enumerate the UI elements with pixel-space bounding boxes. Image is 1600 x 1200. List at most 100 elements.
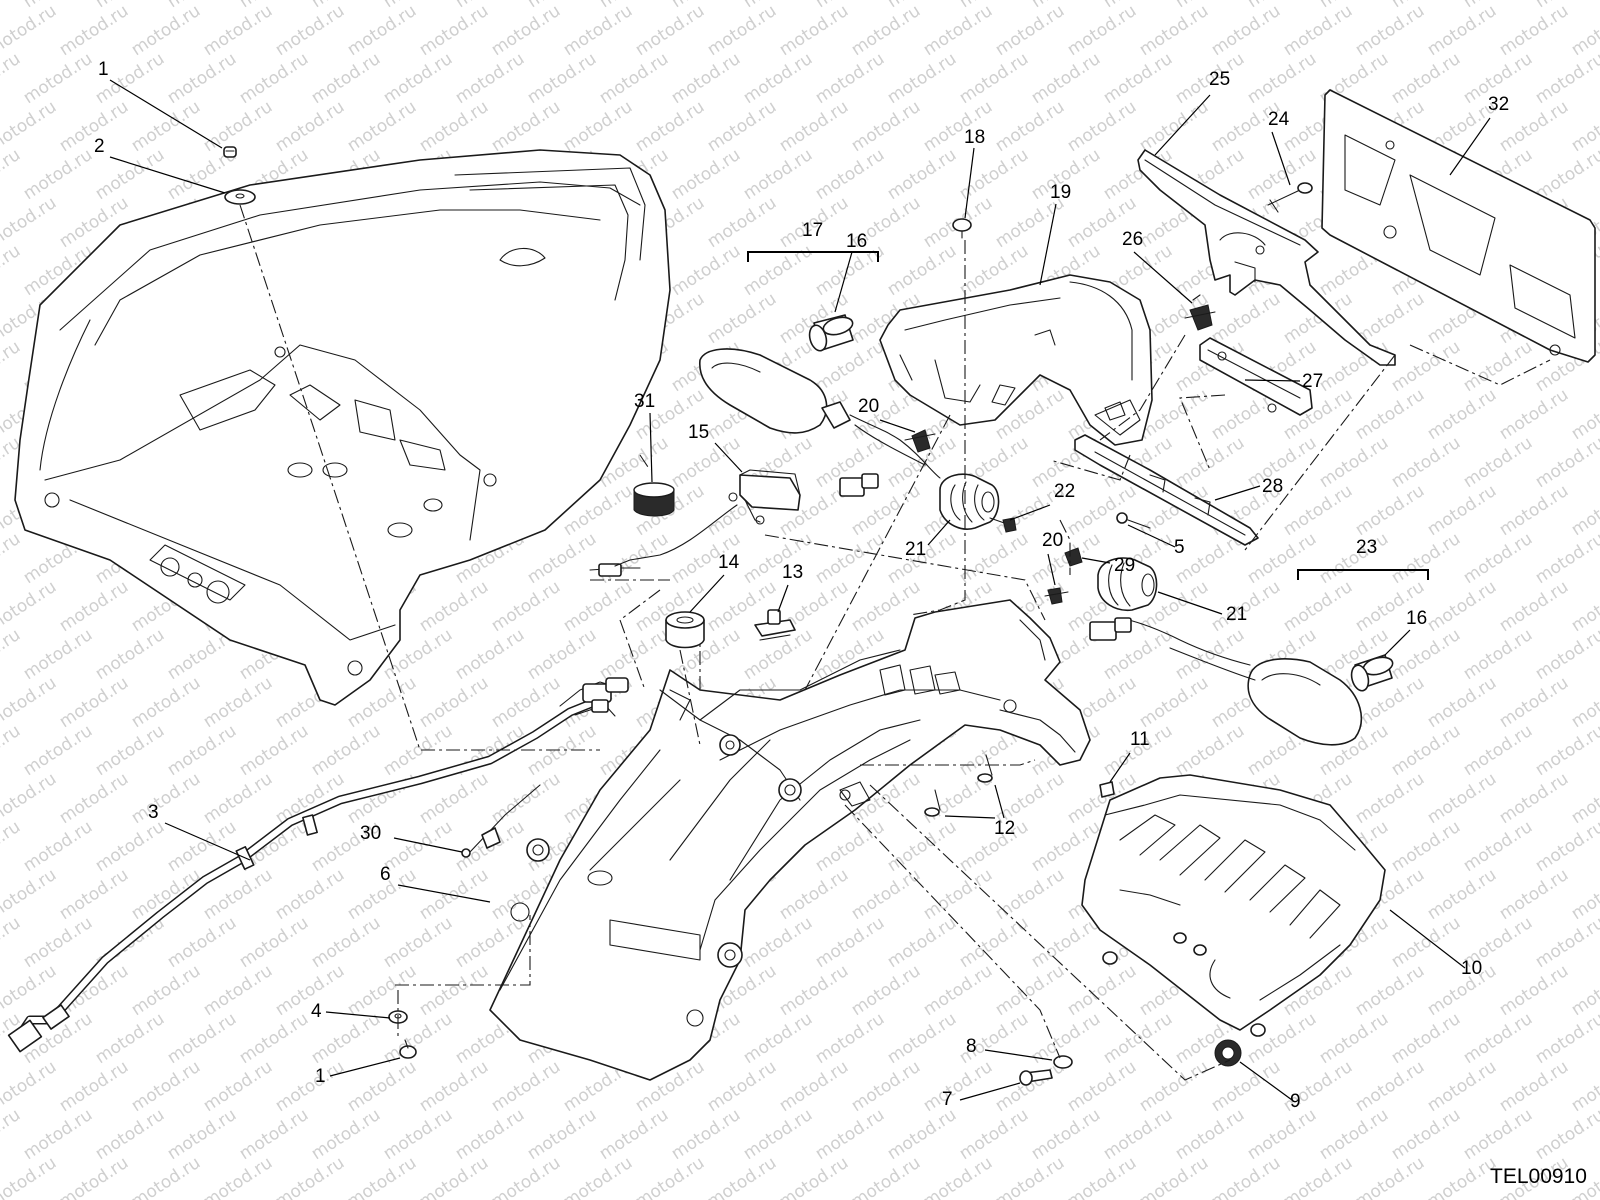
watermark-text: motod.ru <box>776 1057 852 1116</box>
watermark-text: motod.ru <box>164 1105 240 1164</box>
watermark-text: motod.ru <box>812 1009 888 1068</box>
watermark-text: motod.ru <box>1100 0 1176 12</box>
watermark-text: motod.ru <box>1496 865 1572 924</box>
watermark-text: motod.ru <box>1424 673 1500 732</box>
watermark-text: motod.ru <box>1136 1153 1212 1200</box>
leader-line <box>1384 629 1411 656</box>
watermark-text: motod.ru <box>20 913 96 972</box>
watermark-text: motod.ru <box>956 913 1032 972</box>
callout-washer-top: 2 <box>94 136 226 194</box>
watermark-text: motod.ru <box>704 193 780 252</box>
callout-label: 24 <box>1268 109 1290 130</box>
watermark-text: motod.ru <box>92 817 168 876</box>
watermark-text: motod.ru <box>812 913 888 972</box>
watermark-text: motod.ru <box>0 625 24 684</box>
watermark-text: motod.ru <box>0 817 24 876</box>
watermark-text: motod.ru <box>128 97 204 156</box>
callout-label: 9 <box>1290 1091 1301 1112</box>
watermark-text: motod.ru <box>1352 961 1428 1020</box>
bulb-right <box>1350 654 1394 692</box>
watermark-text: motod.ru <box>1388 1105 1464 1164</box>
watermark-text: motod.ru <box>1244 0 1320 12</box>
watermark-text: motod.ru <box>272 1153 348 1200</box>
watermark-text: motod.ru <box>776 97 852 156</box>
watermark-text: motod.ru <box>884 1009 960 1068</box>
watermark-text: motod.ru <box>164 1009 240 1068</box>
screw-24 <box>1267 182 1313 213</box>
watermark-text: motod.ru <box>884 145 960 204</box>
watermark-text: motod.ru <box>1064 1 1140 60</box>
leader-line <box>994 784 1005 819</box>
watermark-text: motod.ru <box>992 97 1068 156</box>
watermark-text: motod.ru <box>776 1153 852 1200</box>
callout-label: 17 <box>802 220 823 241</box>
callout-plug: 18 <box>964 127 985 219</box>
callout-clip: 13 <box>777 562 803 613</box>
callout-cable-tie: 30 <box>360 823 463 853</box>
watermark-text: motod.ru <box>308 0 384 12</box>
callout-screw-24: 24 <box>1268 109 1291 186</box>
leader-line <box>164 822 251 861</box>
watermark-text: motod.ru <box>380 1105 456 1164</box>
leader-line <box>1127 524 1176 548</box>
leader-line <box>1389 909 1466 969</box>
callout-screw-7: 7 <box>942 1082 1021 1110</box>
leader-line-12b <box>944 815 996 819</box>
watermark-text: motod.ru <box>776 1 852 60</box>
callout-label: 20 <box>1042 530 1063 551</box>
watermark-text: motod.ru <box>56 673 132 732</box>
callout-clamp-upper: 20 <box>858 396 916 433</box>
watermark-text: motod.ru <box>1496 1 1572 60</box>
watermark-text: motod.ru <box>560 97 636 156</box>
watermark-text: motod.ru <box>812 1105 888 1164</box>
watermark-text: motod.ru <box>1424 865 1500 924</box>
watermark-text: motod.ru <box>704 97 780 156</box>
leader-line <box>1081 557 1111 564</box>
watermark-text: motod.ru <box>596 625 672 684</box>
callout-label: 13 <box>782 562 803 583</box>
wiring-harness <box>7 563 641 1053</box>
watermark-text: motod.ru <box>164 913 240 972</box>
watermark-text: motod.ru <box>488 769 564 828</box>
bracket-17 <box>747 251 879 262</box>
watermark-text: motod.ru <box>1316 1009 1392 1068</box>
watermark-text: motod.ru <box>740 49 816 108</box>
callout-label: 22 <box>1054 481 1075 502</box>
watermark-text: motod.ru <box>416 961 492 1020</box>
watermark-text: motod.ru <box>1388 817 1464 876</box>
watermark-text: motod.ru <box>164 0 240 12</box>
watermark-text: motod.ru <box>452 1105 528 1164</box>
watermark-text: motod.ru <box>596 1105 672 1164</box>
watermark-text: motod.ru <box>1388 913 1464 972</box>
watermark-text: motod.ru <box>272 961 348 1020</box>
watermark-text: motod.ru <box>1424 1 1500 60</box>
watermark-text: motod.ru <box>560 1 636 60</box>
leader-line <box>1039 203 1057 286</box>
watermark-text: motod.ru <box>488 1153 564 1200</box>
watermark-text: motod.ru <box>740 1009 816 1068</box>
leader-line <box>927 519 951 546</box>
watermark-text: motod.ru <box>128 1057 204 1116</box>
watermark-text: motod.ru <box>1460 433 1536 492</box>
watermark-text: motod.ru <box>776 961 852 1020</box>
callout-label: 19 <box>1050 182 1071 203</box>
watermark-text: motod.ru <box>524 49 600 108</box>
watermark-text: motod.ru <box>1460 529 1536 588</box>
callout-wiring-harness: 3 <box>148 802 251 861</box>
watermark-text: motod.ru <box>524 529 600 588</box>
watermark-text: motod.ru <box>1388 1009 1464 1068</box>
leader-line <box>397 884 491 903</box>
watermark-text: motod.ru <box>884 1105 960 1164</box>
watermark-text: motod.ru <box>1496 1057 1572 1116</box>
watermark-text: motod.ru <box>236 49 312 108</box>
watermark-text: motod.ru <box>1280 1 1356 60</box>
plug-18 <box>952 218 972 239</box>
callout-label: 12 <box>994 818 1015 839</box>
leader-line <box>689 574 725 613</box>
watermark-text: motod.ru <box>0 49 24 108</box>
leader-line <box>984 1049 1053 1061</box>
watermark-text: motod.ru <box>740 241 816 300</box>
watermark-text: motod.ru <box>128 1 204 60</box>
watermark-text: motod.ru <box>56 577 132 636</box>
watermark-text: motod.ru <box>1460 0 1536 12</box>
